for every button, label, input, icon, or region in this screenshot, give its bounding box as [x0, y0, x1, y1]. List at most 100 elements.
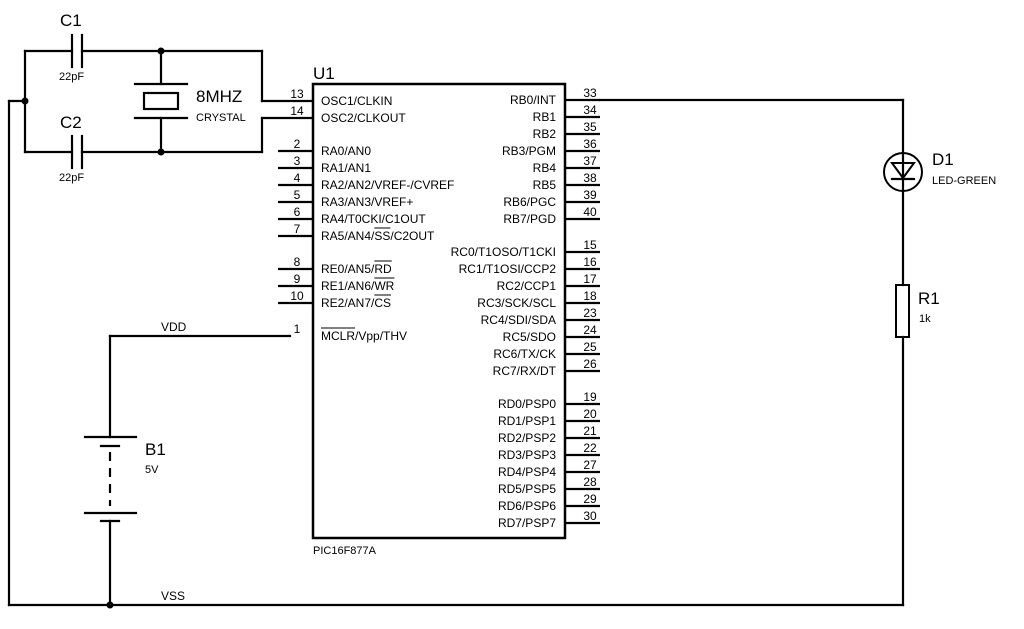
- pin-name: RA2/AN2/VREF-/CVREF: [321, 178, 454, 192]
- led-d1[interactable]: [883, 151, 923, 193]
- vdd-net-label: VDD: [161, 320, 187, 334]
- pin-number: 25: [583, 340, 597, 354]
- c1-ref-label: C1: [60, 11, 82, 30]
- pin-number: 19: [583, 390, 597, 404]
- pin-name: RC6/TX/CK: [493, 347, 556, 361]
- pin-name: OSC1/CLKIN: [321, 94, 392, 108]
- crystal-x1[interactable]: [133, 49, 189, 154]
- pin-name: RA4/T0CKI/C1OUT: [321, 212, 426, 226]
- pin-name: RD2/PSP2: [498, 431, 556, 445]
- chip-body: [311, 82, 567, 540]
- crystal-body: [142, 91, 180, 111]
- pin-number: 33: [583, 86, 597, 100]
- crystal-value-label: CRYSTAL: [196, 112, 246, 124]
- pin-number: 3: [294, 154, 301, 168]
- pin-number: 35: [583, 120, 597, 134]
- pin-number: 1: [294, 322, 301, 336]
- pin-name: MCLR/Vpp/THV: [321, 329, 407, 343]
- pin-number: 22: [583, 441, 597, 455]
- capacitor-c2[interactable]: [70, 134, 84, 170]
- pin-number: 30: [583, 509, 597, 523]
- pin-number: 10: [290, 289, 304, 303]
- pin-name: RC2/CCP1: [497, 279, 557, 293]
- capacitor-c1[interactable]: [70, 33, 84, 69]
- pin-name: RA5/AN4/SS/C2OUT: [321, 229, 435, 243]
- pin-number: 20: [583, 407, 597, 421]
- b1-value-label: 5V: [145, 464, 159, 476]
- pin-number: 23: [583, 306, 597, 320]
- pin-name: RB2: [533, 127, 557, 141]
- pin-number: 7: [294, 222, 301, 236]
- right-pin-group: 33RB0/INT34RB135RB236RB3/PGM37RB438RB539…: [451, 86, 600, 530]
- pin-name: RB7/PGD: [503, 212, 556, 226]
- r1-value-label: 1k: [919, 313, 931, 325]
- pin-number: 16: [583, 255, 597, 269]
- pin-name: RB0/INT: [510, 93, 557, 107]
- pin-number: 13: [290, 87, 304, 101]
- pin-name: RC5/SDO: [503, 330, 556, 344]
- pin-number: 28: [583, 475, 597, 489]
- pin-name: RA1/AN1: [321, 161, 371, 175]
- junction-dot: [157, 148, 165, 156]
- oscillator-circuit: C1 22pF C2 22pF 8MHZ CRYSTAL: [7, 11, 314, 184]
- pin-number: 21: [583, 424, 597, 438]
- pin-number: 5: [294, 188, 301, 202]
- pin-name: RD1/PSP1: [498, 414, 556, 428]
- pin-number: 8: [294, 255, 301, 269]
- led-branch: D1 LED-GREEN R1 1k: [598, 98, 996, 607]
- pin-number: 39: [583, 188, 597, 202]
- battery-b1[interactable]: [83, 435, 138, 523]
- diode-triangle: [890, 162, 916, 180]
- c1-value-label: 22pF: [59, 71, 84, 83]
- resistor-r1[interactable]: [895, 284, 910, 338]
- pin-number: 24: [583, 323, 597, 337]
- r1-ref-label: R1: [918, 289, 940, 308]
- d1-value-label: LED-GREEN: [932, 175, 996, 187]
- c2-ref-label: C2: [60, 113, 82, 132]
- pin-number: 40: [583, 205, 597, 219]
- power-circuit: VDD B1 5V VSS: [7, 99, 905, 609]
- pin-name: RB3/PGM: [502, 144, 556, 158]
- pin-name: RA0/AN0: [321, 144, 371, 158]
- pin-number: 2: [294, 137, 301, 151]
